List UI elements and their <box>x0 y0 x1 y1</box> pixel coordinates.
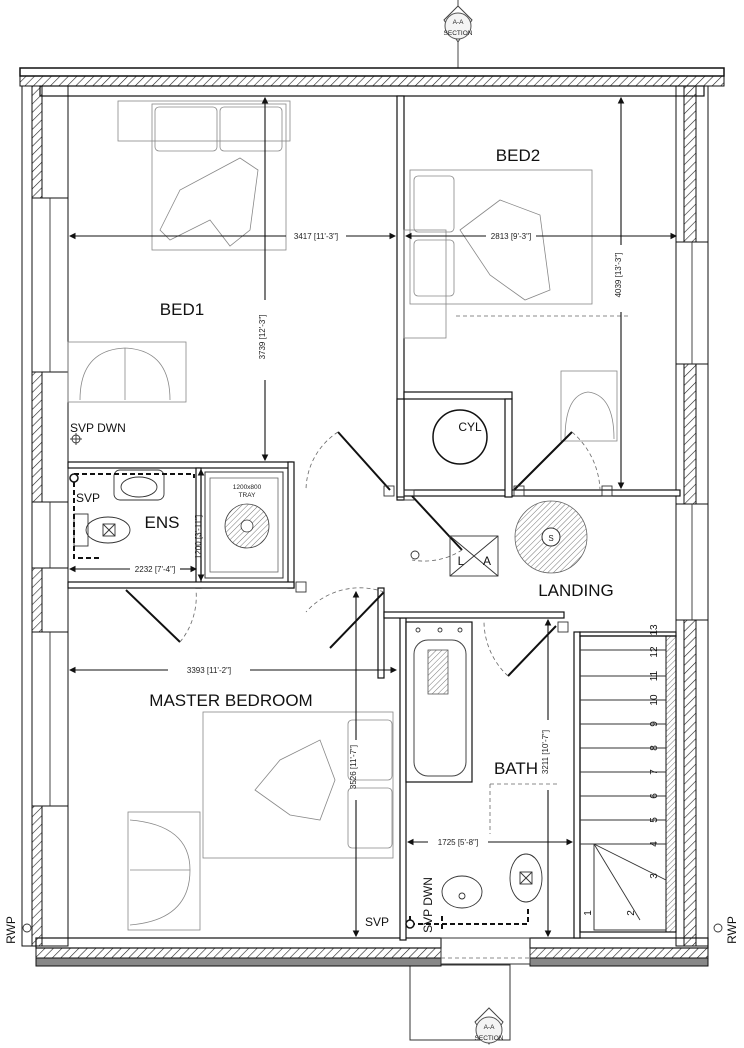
step-10: 10 <box>649 694 660 706</box>
section-marker-bottom: A-A SECTION <box>409 964 511 1045</box>
dim-bed1-width: 3417 [11'-3"] <box>294 232 338 241</box>
section-bottom-sub: SECTION <box>475 1035 504 1042</box>
bed2-furniture <box>403 169 630 442</box>
annotations: SVP DWN SVP SVP DWN SVP RWP RWP <box>4 421 739 944</box>
staircase: 13 12 11 10 9 8 7 6 5 4 3 2 1 <box>579 624 677 933</box>
dim-bed1-depth: 3739 [12'-3"] <box>258 315 267 360</box>
loft-hatch-a: A <box>483 554 491 568</box>
step-7: 7 <box>649 769 660 775</box>
bed1-furniture <box>67 100 291 403</box>
internal-walls <box>67 95 681 941</box>
step-2: 2 <box>626 910 637 916</box>
section-top-sub: SECTION <box>444 30 473 37</box>
svp-label-ens: SVP <box>76 491 100 505</box>
room-master-bedroom: MASTER BEDROOM <box>149 691 312 710</box>
step-11: 11 <box>649 670 660 681</box>
doors <box>125 431 613 677</box>
cylinder-label: CYL <box>458 420 482 434</box>
rwp-right: RWP <box>713 916 739 944</box>
step-3: 3 <box>649 873 660 879</box>
step-8: 8 <box>649 745 660 751</box>
section-marker-top: A-A SECTION <box>443 0 473 68</box>
svp-label-bath: SVP <box>365 915 389 929</box>
master-furniture <box>127 711 394 931</box>
rwp-right-label: RWP <box>725 916 739 944</box>
section-top-title: A-A <box>453 19 465 26</box>
right-windows <box>675 241 709 621</box>
dim-master-depth: 3526 [11'-7"] <box>349 745 358 789</box>
dim-bed2-width: 2813 [9'-3"] <box>491 232 531 241</box>
dim-master-width: 3393 [11'-2"] <box>187 666 231 675</box>
room-labels: BED1 BED2 ENS LANDING MASTER BEDROOM BAT… <box>145 146 614 778</box>
dim-ens-width: 2232 [7'-4"] <box>135 565 175 574</box>
cylinder: CYL <box>432 409 488 465</box>
dim-bath-depth: 3211 [10'-7"] <box>541 730 550 774</box>
dimension-lines: 3417 [11'-3"] 2813 [9'-3"] 3739 [12'-3"]… <box>68 96 678 938</box>
step-12: 12 <box>649 646 660 658</box>
loft-hatch-l: L <box>458 554 465 568</box>
room-ens: ENS <box>145 513 180 532</box>
tray-size: 1200x800 <box>233 484 262 491</box>
extract-fan-label: S <box>548 534 553 543</box>
step-1: 1 <box>583 910 594 916</box>
step-9: 9 <box>649 721 660 727</box>
room-bath: BATH <box>494 759 538 778</box>
step-5: 5 <box>649 817 660 823</box>
rwp-left-label: RWP <box>4 916 18 944</box>
tray-label: TRAY <box>239 492 257 499</box>
step-4: 4 <box>649 841 660 847</box>
room-landing: LANDING <box>538 581 614 600</box>
step-6: 6 <box>649 793 660 799</box>
bath-fixtures <box>405 621 560 932</box>
dim-ens-depth: 1200 [3'-11"] <box>194 515 203 559</box>
ensuite-fixtures: 1200x800 TRAY <box>69 433 284 579</box>
step-13: 13 <box>649 624 660 636</box>
room-bed2: BED2 <box>496 146 540 165</box>
dim-bed2-depth: 4039 [13'-3"] <box>614 253 623 298</box>
svp-dwn-label-bath: SVP DWN <box>421 877 435 933</box>
room-bed1: BED1 <box>160 300 204 319</box>
landing-items: L A S <box>410 500 588 577</box>
dim-bath-width: 1725 [5'-8"] <box>438 838 478 847</box>
left-windows <box>31 197 69 807</box>
svp-dwn-label-ens: SVP DWN <box>70 421 126 435</box>
section-bottom-title: A-A <box>484 1024 496 1031</box>
external-walls <box>19 67 725 967</box>
rwp-left: RWP <box>4 916 32 944</box>
